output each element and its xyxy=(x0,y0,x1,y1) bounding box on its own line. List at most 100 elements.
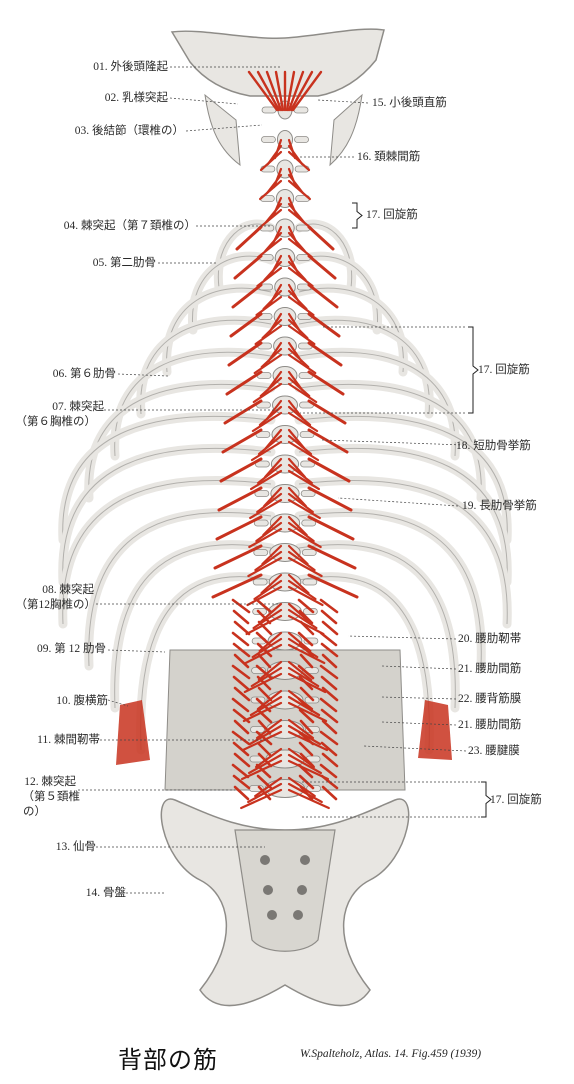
figure-title: 背部の筋 xyxy=(118,1046,218,1074)
label-intertransversarii-lumborum-upper: 21. 腰肋間筋 xyxy=(458,663,522,675)
lumbar-muscle-column-4 xyxy=(320,774,339,790)
rotatores-fiber-left xyxy=(261,318,283,340)
rotatores-fiber-right xyxy=(287,643,326,665)
lumbar-muscle-column-3 xyxy=(297,598,315,614)
lumbar-muscle-column-2 xyxy=(257,620,273,636)
rotatores-fiber-right xyxy=(287,695,321,717)
rotatores-fiber-right xyxy=(287,266,314,288)
rotatores-fiber-right xyxy=(287,660,313,682)
levatores-costarum-left xyxy=(229,312,263,338)
transverse-process-right-17 xyxy=(302,578,318,586)
skull-base xyxy=(170,28,385,97)
lumbar-muscle-column-3 xyxy=(298,609,314,625)
label-spinous-process-t6: 07. 棘突起 xyxy=(52,401,104,413)
levatores-costarum-left xyxy=(225,370,263,396)
rotatores-fiber-right xyxy=(287,579,317,601)
transversus-abdominis-right xyxy=(418,700,452,760)
sacral-foramen-3 xyxy=(263,885,273,895)
rotatores-fiber-left xyxy=(260,347,283,369)
rib-left-edge-6 xyxy=(88,383,272,499)
lumbar-muscle-column-2 xyxy=(256,675,272,691)
lumbar-muscle-column-2 xyxy=(256,642,273,658)
rotatores-fiber-left xyxy=(249,498,283,520)
rotatores-fiber-left xyxy=(263,486,283,508)
lumbar-muscle-column-4 xyxy=(319,763,338,779)
lumbar-muscle-column-3 xyxy=(299,785,314,801)
label-levatores-costarum-breves: 18. 短肋骨挙筋 xyxy=(456,440,531,452)
rotatores-fiber-right xyxy=(287,486,307,508)
rectus-capitis-fiber xyxy=(287,70,305,112)
sacral-foramen-2 xyxy=(300,855,310,865)
rotatores-fiber-right xyxy=(287,550,316,572)
lumbar-muscle-column-4 xyxy=(320,609,338,625)
transverse-process-left-16 xyxy=(253,549,269,556)
rotatores-fiber-left xyxy=(250,666,283,688)
vertebra-3 xyxy=(276,159,294,179)
rectus-capitis-fiber xyxy=(285,70,296,112)
rotatores-fiber-left xyxy=(247,556,283,578)
label-spinous-process-t12-sub: （第12胸椎の） xyxy=(15,599,97,611)
lumbar-muscle-column-4 xyxy=(319,598,339,614)
rotatores-fiber-left xyxy=(248,724,283,746)
levatores-costarum-right xyxy=(307,573,359,599)
rotatores-fiber-left xyxy=(257,237,283,259)
lumbar-muscle-column-1 xyxy=(232,642,251,658)
rib-right-edge-11 xyxy=(298,544,456,709)
lumbar-muscle-column-1 xyxy=(231,664,251,680)
vertebra-14 xyxy=(270,484,300,503)
lumbar-muscle-column-3 xyxy=(298,708,315,724)
label-spinous-process-c5-sub2: の） xyxy=(23,806,46,818)
levatores-costarum-right xyxy=(307,544,357,570)
lumbar-muscle-column-2 xyxy=(255,598,273,614)
rib-right-edge-9 xyxy=(298,479,508,625)
levatores-costarum-right xyxy=(307,370,345,396)
label-interspinales-cervicis: 16. 頚棘間筋 xyxy=(357,151,421,163)
label-pelvis: 14. 骨盤 xyxy=(85,887,126,899)
rotatores-fiber-right xyxy=(287,573,310,595)
lumbar-muscle-column-3 xyxy=(298,675,314,691)
mastoid-left xyxy=(204,93,241,167)
transverse-process-right-15 xyxy=(301,519,317,527)
label-rotatores-lumbar: 17. 回旋筋 xyxy=(490,794,542,806)
rotatores-fiber-right xyxy=(287,585,324,607)
levatores-costarum-right xyxy=(307,457,351,483)
lumbar-muscle-column-4 xyxy=(320,708,339,724)
lumbar-muscle-column-1 xyxy=(233,752,251,768)
rotatores-fiber-right xyxy=(287,237,313,259)
rectus-capitis-fiber xyxy=(274,70,285,112)
rotatores-fiber-right xyxy=(287,440,320,462)
label-sixth-rib: 06. 第６肋骨 xyxy=(52,368,116,380)
rib-right-edge-5 xyxy=(298,351,456,457)
rotatores-fiber-right xyxy=(287,608,318,630)
rib-left-edge-5 xyxy=(114,351,272,457)
transversus-abdominis-left xyxy=(116,700,150,765)
levatores-costarum-left xyxy=(213,544,263,570)
rotatores-fiber-left xyxy=(254,550,283,572)
leader-right-7 xyxy=(381,696,457,700)
rectus-capitis-fiber xyxy=(265,70,283,112)
rotatores-fiber-left xyxy=(248,527,283,549)
rib-left-edge-10 xyxy=(88,512,272,667)
lumbar-muscle-column-2 xyxy=(256,708,273,724)
levatores-costarum-right xyxy=(307,254,337,280)
rib-right-edge-6 xyxy=(298,383,482,499)
rotatores-fiber-left xyxy=(250,440,283,462)
rotatores-fiber-left xyxy=(256,266,283,288)
rectus-capitis-fiber xyxy=(247,70,279,112)
transverse-process-left-1 xyxy=(261,106,277,114)
label-posterior-tubercle-atlas: 03. 後結節（環椎の） xyxy=(74,125,184,137)
lumbar-muscle-column-1 xyxy=(232,708,251,724)
transverse-process-left-17 xyxy=(252,578,268,586)
rotatores-fiber-right xyxy=(287,614,325,636)
bracket-rotatores-thoracic xyxy=(468,326,479,414)
lumbar-muscle-column-3 xyxy=(299,686,315,702)
rotatores-fiber-right xyxy=(287,318,309,340)
label-thoracolumbar-fascia: 22. 腰背筋膜 xyxy=(458,693,522,705)
levatores-costarum-right xyxy=(307,399,347,425)
label-external-occipital-protuberance: 01. 外後頭隆起 xyxy=(93,61,168,73)
lumbar-muscle-column-1 xyxy=(233,785,250,801)
sacral-foramen-4 xyxy=(297,885,307,895)
rotatores-fiber-right xyxy=(287,295,315,317)
label-spinous-process-c7: 04. 棘突起（第７頚椎の） xyxy=(63,220,196,232)
